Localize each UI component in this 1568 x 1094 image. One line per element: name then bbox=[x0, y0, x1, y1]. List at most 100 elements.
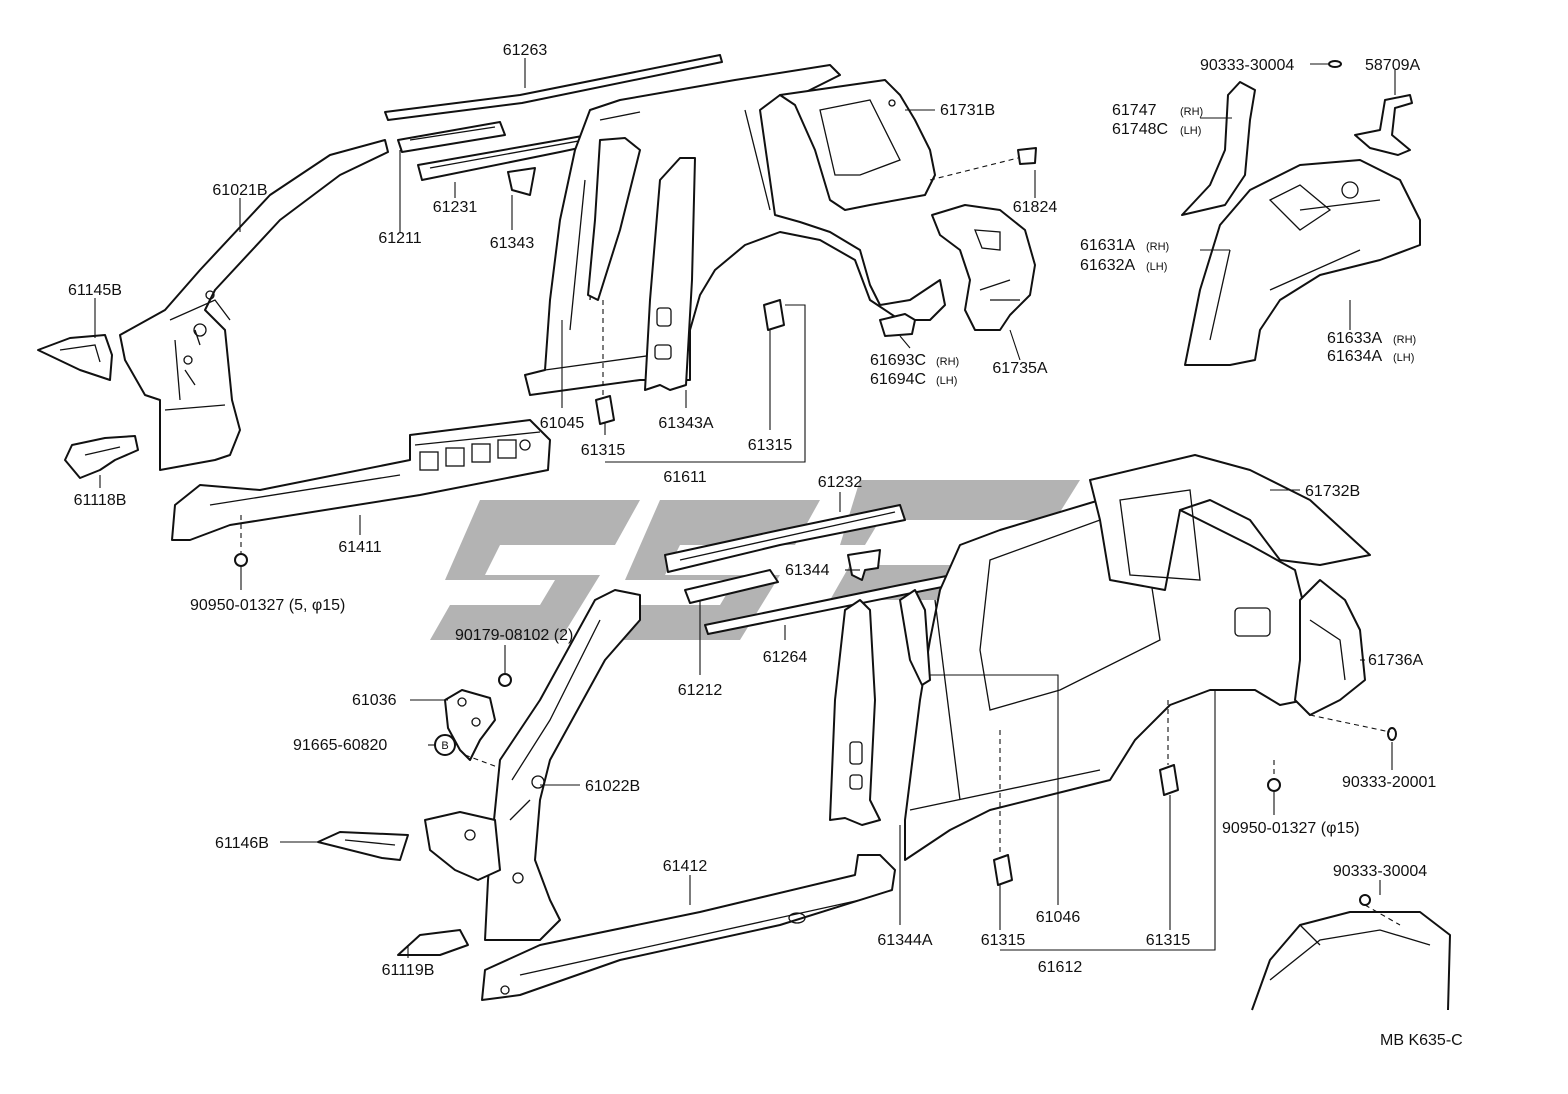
label-61021b: 61021B bbox=[212, 182, 267, 199]
part-61315-clip-upper-a bbox=[595, 395, 615, 425]
part-61036-hinge bbox=[444, 689, 496, 761]
label-61748c: 61748C bbox=[1112, 121, 1168, 138]
label-rh-61747: (RH) bbox=[1180, 106, 1203, 118]
label-rh-61631a: (RH) bbox=[1146, 241, 1169, 253]
label-90333-30004-bottom: 90333-30004 bbox=[1333, 863, 1427, 880]
part-90333-20001-plug bbox=[1387, 727, 1397, 741]
label-lh-61634a: (LH) bbox=[1393, 352, 1414, 364]
label-61612: 61612 bbox=[1038, 959, 1083, 976]
label-61693c: 61693C bbox=[870, 352, 926, 369]
label-90950-01327-a: 90950-01327 (5, φ15) bbox=[190, 597, 345, 614]
label-61731b: 61731B bbox=[940, 102, 995, 119]
label-61633a: 61633A bbox=[1327, 330, 1382, 347]
part-labels: 61263 61731B 90333-30004 58709A 61747 (R… bbox=[68, 42, 1463, 1049]
label-61344: 61344 bbox=[785, 562, 830, 579]
label-61118b: 61118B bbox=[74, 492, 127, 509]
part-61824-clip bbox=[1017, 147, 1037, 165]
label-61231: 61231 bbox=[433, 199, 478, 216]
part-61119b-bracket bbox=[397, 929, 469, 956]
part-61315-clip-upper-b bbox=[763, 299, 785, 331]
part-61747-brace bbox=[1181, 81, 1256, 216]
label-61263: 61263 bbox=[503, 42, 548, 59]
part-90950-01327-plug-upper bbox=[234, 553, 248, 567]
label-61119b: 61119B bbox=[382, 962, 435, 979]
part-61735a-wheelhouse-panel bbox=[931, 204, 1036, 331]
label-61344a: 61344A bbox=[877, 932, 932, 949]
label-61315-b: 61315 bbox=[748, 437, 793, 454]
label-61264: 61264 bbox=[763, 649, 808, 666]
label-61022b: 61022B bbox=[585, 778, 640, 795]
label-61315-d: 61315 bbox=[1146, 932, 1191, 949]
label-61315-c: 61315 bbox=[981, 932, 1026, 949]
label-61232: 61232 bbox=[818, 474, 863, 491]
part-wheelhouse-detail-inset bbox=[1251, 894, 1451, 1011]
label-lh-61632a: (LH) bbox=[1146, 261, 1167, 273]
label-61343: 61343 bbox=[490, 235, 535, 252]
part-61612-body-side-outer bbox=[904, 494, 1306, 861]
part-61344a-center-pillar bbox=[829, 599, 881, 826]
leader-lines bbox=[94, 58, 1401, 958]
label-61824: 61824 bbox=[1013, 199, 1058, 216]
part-90333-30004-plug-top bbox=[1328, 60, 1342, 68]
part-58709a-bracket bbox=[1354, 94, 1413, 156]
part-61315-clip-lower-a bbox=[993, 854, 1013, 886]
part-90950-01327-plug-lower bbox=[1267, 778, 1281, 792]
label-61412: 61412 bbox=[663, 858, 708, 875]
label-61411: 61411 bbox=[338, 539, 381, 556]
part-61263-roof-molding bbox=[384, 54, 723, 121]
part-90179-08102-bolt bbox=[498, 673, 512, 687]
part-61211-roof-rail bbox=[397, 121, 506, 153]
label-61045: 61045 bbox=[540, 415, 585, 432]
label-61315-a: 61315 bbox=[581, 442, 626, 459]
label-61735a: 61735A bbox=[992, 360, 1047, 377]
label-90333-30004-top: 90333-30004 bbox=[1200, 57, 1294, 74]
part-61118b-bracket bbox=[64, 435, 139, 479]
label-90950-01327-b: 90950-01327 (φ15) bbox=[1222, 820, 1360, 837]
label-90333-20001: 90333-20001 bbox=[1342, 774, 1436, 791]
label-rh-61633a: (RH) bbox=[1393, 334, 1416, 346]
label-61611: 61611 bbox=[663, 469, 706, 486]
bolt-b-callout: B bbox=[434, 734, 456, 756]
part-61732b-back-window-frame bbox=[1089, 454, 1371, 591]
label-61145b: 61145B bbox=[68, 282, 122, 299]
label-lh-61748c: (LH) bbox=[1180, 125, 1201, 137]
part-61411-rocker-panel bbox=[171, 419, 551, 541]
part-61693c-bracket bbox=[879, 313, 916, 337]
label-61747: 61747 bbox=[1112, 102, 1157, 119]
label-lh-61694c: (LH) bbox=[936, 375, 957, 387]
label-61634a: 61634A bbox=[1327, 348, 1382, 365]
part-61046-pillar-inner bbox=[899, 589, 931, 686]
label-61694c: 61694C bbox=[870, 371, 926, 388]
label-58709a: 58709A bbox=[1365, 57, 1420, 74]
part-61022b-kick-panel bbox=[424, 811, 501, 881]
label-61631a: 61631A bbox=[1080, 237, 1135, 254]
part-61631a-wheelhouse-inner bbox=[1184, 159, 1421, 366]
label-61343a: 61343A bbox=[658, 415, 713, 432]
part-61315-clip-lower-b bbox=[1159, 764, 1179, 796]
part-61045-center-pillar bbox=[587, 137, 641, 301]
label-61046: 61046 bbox=[1036, 909, 1081, 926]
label-61212: 61212 bbox=[678, 682, 723, 699]
part-61021b-front-pillar bbox=[119, 139, 389, 471]
part-61145b-bracket bbox=[37, 334, 113, 381]
part-61146b-bracket bbox=[317, 831, 409, 861]
diagram-code: MB K635-C bbox=[1380, 1032, 1463, 1049]
label-61736a: 61736A bbox=[1368, 652, 1423, 669]
part-61412-rocker-panel bbox=[481, 854, 896, 1001]
label-rh-61693c: (RH) bbox=[936, 356, 959, 368]
label-61211: 61211 bbox=[378, 230, 421, 247]
label-91665-60820: 91665-60820 bbox=[293, 737, 387, 754]
part-61232-roof-side-rail bbox=[664, 504, 906, 573]
part-61212-roof-side-rail bbox=[684, 569, 779, 604]
part-61344-bracket bbox=[847, 549, 881, 581]
bolt-b-letter: B bbox=[441, 740, 448, 752]
label-61146b: 61146B bbox=[215, 835, 269, 852]
label-61732b: 61732B bbox=[1305, 483, 1360, 500]
part-61022b-front-pillar bbox=[484, 589, 641, 941]
label-90179-08102: 90179-08102 (2) bbox=[455, 627, 573, 644]
part-61343-bracket bbox=[507, 167, 536, 196]
part-61343a-pillar-reinforcement bbox=[644, 157, 696, 391]
label-61036: 61036 bbox=[352, 692, 397, 709]
